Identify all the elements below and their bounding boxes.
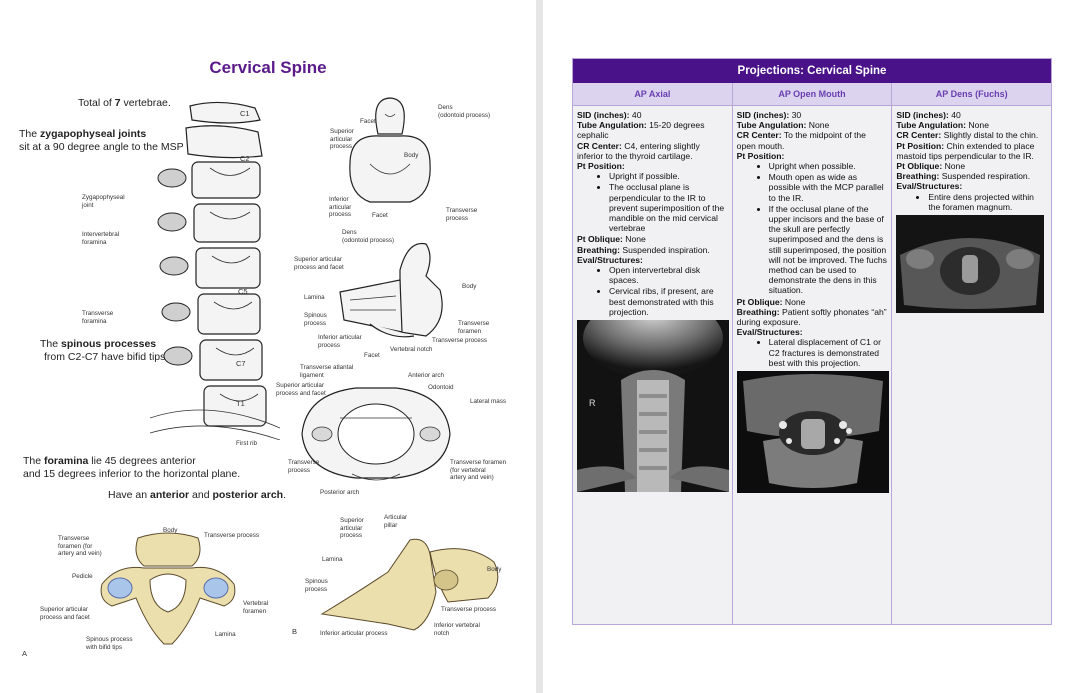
- table-header-row: AP Axial AP Open Mouth AP Dens (Fuchs): [573, 83, 1051, 106]
- label-c1: C1: [240, 109, 250, 118]
- ap-dens-cell: SID (inches): 40 Tube Angulation: None C…: [892, 106, 1051, 625]
- ap-open-mouth-cell: SID (inches): 30 Tube Angulation: None C…: [733, 106, 893, 625]
- label-t1: T1: [236, 399, 245, 408]
- label-inferior-articular-process: Inferior articular process: [329, 196, 352, 218]
- list-item: Lateral displacement of C1 or C2 fractur…: [769, 337, 888, 368]
- label-transverse-process-3: Transverse process: [288, 459, 320, 474]
- ap-axial-xray-image: R: [577, 320, 729, 493]
- ap-open-mouth-eval-list: Lateral displacement of C1 or C2 fractur…: [737, 337, 888, 368]
- foramina-note: The foramina lie 45 degrees anterior and…: [23, 455, 241, 480]
- label-b-transverse-foramen: Transverse foramen (for artery and vein): [58, 535, 102, 557]
- label-anterior-arch: Anterior arch: [408, 372, 445, 379]
- ap-dens-eval-list: Entire dens projected within the foramen…: [896, 192, 1047, 212]
- table-body-row: SID (inches): 40 Tube Angulation: 15-20 …: [573, 106, 1051, 625]
- xray-side-marker: R: [589, 398, 596, 408]
- list-item: Open intervertebral disk spaces.: [609, 265, 728, 285]
- label-body-2: Body: [462, 283, 477, 290]
- axis-lateral-illustration: [339, 242, 443, 338]
- label-facet-3: Facet: [364, 352, 380, 359]
- label-b-vertebral-foramen: Vertebral foramen: [243, 600, 269, 615]
- label-lateral-mass: Lateral mass: [470, 398, 507, 405]
- ap-axial-eval-list: Open intervertebral disk spaces. Cervica…: [577, 265, 728, 317]
- label-c-articular-pillar: Articular pillar: [384, 514, 408, 529]
- label-c-inferior-articular: Inferior articular process: [320, 630, 388, 637]
- column-header-ap-axial: AP Axial: [573, 83, 733, 105]
- atlas-vertebra-illustration: [301, 387, 451, 481]
- label-b-superior-articular: Superior articular process and facet: [40, 606, 90, 621]
- label-c2: C2: [240, 154, 250, 163]
- list-item: Mouth open as wide as possible with the …: [769, 172, 888, 203]
- label-c-superior-articular: Superior articular process: [340, 517, 364, 539]
- label-transverse-foramen: Transverse foramen: [458, 320, 490, 335]
- ap-axial-position-list: Upright if possible. The occlusal plane …: [577, 171, 728, 233]
- label-superior-articular-facet: Superior articular process and facet: [294, 256, 344, 271]
- label-dens: Dens (odontoid process): [438, 104, 491, 119]
- label-odontoid: Odontoid: [428, 384, 454, 391]
- list-item: Cervical ribs, if present, are best demo…: [609, 286, 728, 317]
- label-b-transverse-process: Transverse process: [204, 532, 260, 539]
- label-c-lamina: Lamina: [322, 556, 343, 563]
- ap-dens-xray-image: [896, 215, 1045, 314]
- vertebra-lateral-view-illustration: [320, 538, 499, 631]
- list-item: Upright if possible.: [609, 171, 728, 181]
- figure-letter-b: B: [292, 627, 298, 636]
- list-item: If the occlusal plane of the upper incis…: [769, 204, 888, 296]
- table-title: Projections: Cervical Spine: [573, 59, 1051, 83]
- label-facet-2: Facet: [372, 212, 388, 219]
- arch-note: Have an anterior and posterior arch.: [108, 489, 287, 501]
- column-header-ap-dens: AP Dens (Fuchs): [935, 89, 1008, 99]
- label-c-inferior-vertebral-notch: Inferior vertebral notch: [434, 622, 480, 637]
- zygapophyseal-note: The zygapophyseal joints sit at a 90 deg…: [19, 128, 184, 153]
- label-transverse-foramina: Transverse foramina: [82, 310, 114, 325]
- label-transverse-process-2: Transverse process: [432, 337, 488, 344]
- label-inferior-articular-process-2: Inferior articular process: [318, 334, 362, 349]
- label-transverse-foramen-2: Transverse foramen (for vertebral artery…: [450, 459, 507, 481]
- cervical-spine-lateral-illustration: [150, 101, 280, 440]
- label-posterior-arch: Posterior arch: [320, 489, 360, 496]
- label-facet: Facet: [360, 118, 376, 125]
- right-page: Projections: Cervical Spine AP Axial AP …: [543, 0, 1080, 693]
- label-transverse-process: Transverse process: [446, 207, 478, 222]
- label-lamina: Lamina: [304, 294, 325, 301]
- label-c-spinous: Spinous process: [305, 578, 328, 593]
- label-b-body: Body: [163, 527, 178, 534]
- label-c5: C5: [238, 287, 248, 296]
- left-page: Cervical Spine Total of 7 vertebrae. The…: [0, 0, 536, 693]
- label-vertebral-notch: Vertebral notch: [390, 346, 433, 353]
- label-dens-2: Dens (odontoid process): [342, 229, 395, 244]
- page-title: Cervical Spine: [209, 58, 327, 77]
- label-superior-articular-process: Superior articular process: [330, 128, 354, 150]
- label-c7: C7: [236, 359, 246, 368]
- vertebra-superior-view-illustration: [100, 532, 236, 645]
- ap-open-mouth-xray-image: [736, 371, 889, 494]
- label-transverse-atlantal-ligament: Transverse atlantal ligament: [300, 364, 354, 379]
- label-c-transverse-process: Transverse process: [441, 606, 497, 613]
- label-zygapophyseal-joint: Zygapophyseal joint: [82, 194, 125, 209]
- ap-open-mouth-position-list: Upright when possible. Mouth open as wid…: [737, 161, 888, 296]
- label-c-body: Body: [487, 566, 502, 573]
- list-item: Upright when possible.: [769, 161, 888, 171]
- label-superior-articular-facet-2: Superior articular process and facet: [276, 382, 326, 397]
- label-b-pedicle: Pedicle: [72, 573, 93, 580]
- label-first-rib: First rib: [236, 440, 257, 447]
- ap-axial-cell: SID (inches): 40 Tube Angulation: 15-20 …: [573, 106, 733, 625]
- label-intervertebral-foramina: Intervertebral foramina: [82, 231, 120, 246]
- total-vertebrae-note: Total of 7 vertebrae.: [78, 97, 171, 109]
- label-body: Body: [404, 152, 419, 159]
- list-item: Entire dens projected within the foramen…: [928, 192, 1047, 212]
- label-b-lamina: Lamina: [215, 631, 236, 638]
- spinous-note: The spinous processes from C2-C7 have bi…: [40, 338, 169, 363]
- axis-vertebra-illustration: [349, 97, 431, 203]
- label-spinous-process: Spinous process: [304, 312, 327, 327]
- list-item: The occlusal plane is perpendicular to t…: [609, 182, 728, 233]
- label-b-spinous-process: Spinous process with bifid tips: [86, 636, 133, 651]
- projections-table: Projections: Cervical Spine AP Axial AP …: [572, 58, 1052, 625]
- column-header-ap-open-mouth: AP Open Mouth: [733, 83, 893, 105]
- figure-letter-a: A: [22, 649, 28, 658]
